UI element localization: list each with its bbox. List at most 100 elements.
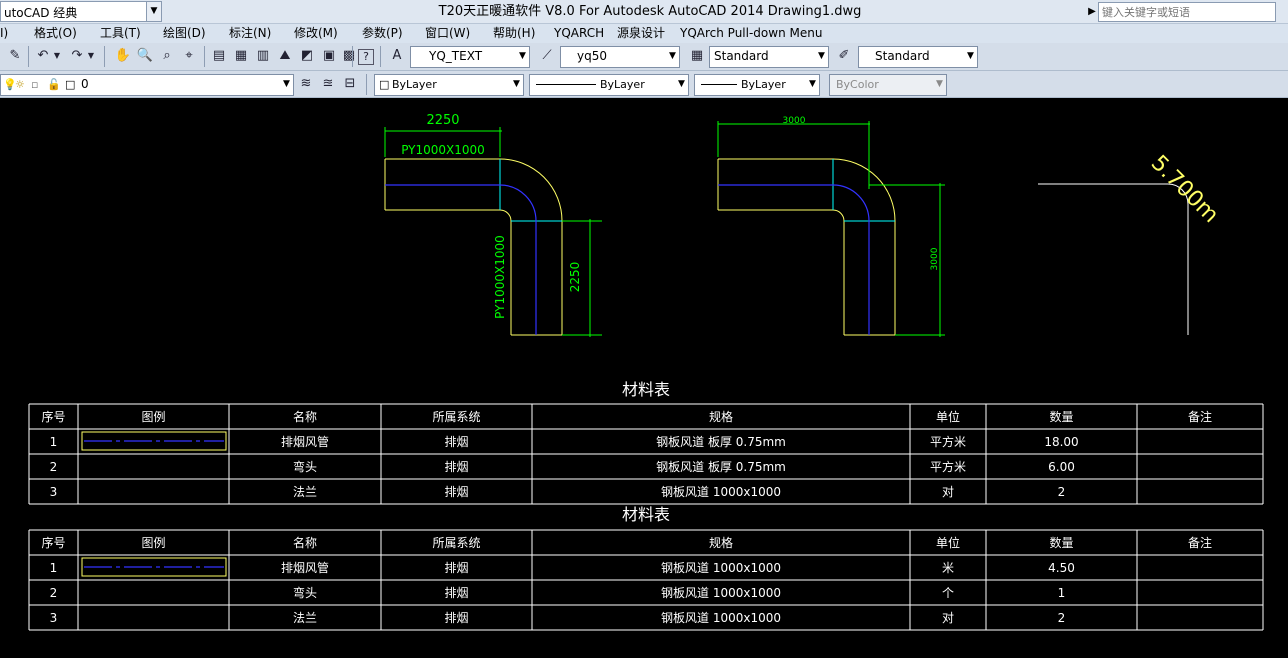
lineweight-value: ByLayer	[741, 78, 786, 91]
menu-item-window[interactable]: 窗口(W)	[425, 26, 471, 40]
table-header-cell: 名称	[293, 409, 317, 424]
text-style-icon[interactable]: A	[392, 48, 402, 63]
menu-item-help[interactable]: 帮助(H)	[493, 26, 536, 40]
menu-item[interactable]: I)	[0, 26, 9, 40]
menu-item-yuanquan[interactable]: 源泉设计	[617, 26, 666, 40]
table-style-select[interactable]: Standard ▼	[709, 46, 829, 68]
layer-states-icon[interactable]: ⊟	[344, 76, 356, 91]
menu-item-parametric[interactable]: 参数(P)	[362, 26, 403, 40]
table-cell: 弯头	[293, 459, 317, 474]
match-properties-icon[interactable]: ✎	[9, 48, 21, 63]
table-cell: 法兰	[293, 485, 317, 499]
table-header-row: 序号图例名称所属系统规格单位数量备注	[41, 535, 1212, 550]
zoom-previous-icon[interactable]: ⌖	[185, 48, 193, 63]
table-cell: 3	[50, 611, 58, 625]
table-header-cell: 序号	[41, 535, 65, 550]
chevron-down-icon[interactable]: ▼	[53, 51, 61, 60]
table-cell: 排烟	[444, 435, 468, 449]
layer-select[interactable]: 💡 ☼ ▫ 🔓 □ 0 ▼	[0, 74, 294, 96]
table-cell: 法兰	[293, 611, 317, 625]
help-icon[interactable]: ?	[358, 49, 374, 65]
text-style-select[interactable]: YQ_TEXT ▼	[410, 46, 530, 68]
table-title: 材料表	[622, 380, 670, 399]
lineweight-select[interactable]: ByLayer ▼	[694, 74, 820, 96]
dim-text: 2250	[568, 262, 582, 293]
table-header-cell: 规格	[709, 535, 733, 550]
zoom-window-icon[interactable]: ⌕	[163, 48, 171, 63]
dim-text: 3000	[783, 116, 806, 126]
table-style-value: Standard	[714, 49, 769, 63]
design-center-icon[interactable]: ▦	[234, 48, 248, 63]
dim-style-icon[interactable]: ⟋	[542, 48, 552, 63]
markup-icon[interactable]: ◩	[300, 48, 314, 63]
table-cell: 2	[50, 586, 58, 600]
table-style-icon[interactable]: ▦	[690, 48, 704, 63]
table-cell: 钢板风道 1000x1000	[661, 586, 781, 600]
table-header-cell: 所属系统	[432, 536, 480, 550]
linetype-value: ByLayer	[600, 78, 645, 91]
duct-size-label: PY1000X1000	[493, 235, 507, 319]
layer-color-swatch: □	[65, 78, 76, 91]
table-header-cell: 单位	[936, 535, 960, 550]
table-cell: 米	[942, 561, 954, 575]
chevron-down-icon: ▼	[669, 51, 676, 61]
menu-item-format[interactable]: 格式(O)	[34, 26, 77, 40]
menu-item-draw[interactable]: 绘图(D)	[163, 26, 206, 40]
layer-previous-icon[interactable]: ≊	[322, 76, 334, 91]
elbow-1[interactable]: 2250 PY1000X1000 2250 PY1000X1000	[384, 113, 602, 337]
color-select[interactable]: □ ByLayer ▼	[374, 74, 524, 96]
table-cell: 排烟	[444, 460, 468, 474]
multileader-style-select[interactable]: Standard ▼	[858, 46, 978, 68]
menu-item-tools[interactable]: 工具(T)	[100, 26, 141, 40]
table-header-row: 序号图例名称所属系统规格单位数量备注	[41, 409, 1212, 424]
layer-value: 0	[81, 77, 89, 91]
redo-icon[interactable]: ↷	[71, 48, 83, 63]
corner-lines[interactable]: 5.700m	[1038, 151, 1223, 335]
table-cell: 2	[1058, 485, 1066, 499]
unlock-icon: 🔓	[47, 78, 61, 91]
table-cell: 平方米	[930, 434, 966, 449]
tool-palettes-icon[interactable]: ▥	[256, 48, 270, 63]
table-cell: 6.00	[1048, 460, 1075, 474]
menu-item-yqarch[interactable]: YQARCH	[554, 26, 605, 40]
calculator-icon[interactable]: ▩	[342, 48, 356, 63]
linetype-select[interactable]: ByLayer ▼	[529, 74, 689, 96]
dbconnect-icon[interactable]: ▣	[322, 48, 336, 63]
search-input[interactable]	[1098, 2, 1276, 22]
table-header-cell: 单位	[936, 409, 960, 424]
make-current-layer-icon[interactable]: ≋	[300, 76, 312, 91]
sheet-set-icon[interactable]: ⛰	[279, 48, 291, 63]
table-cell: 1	[1058, 586, 1066, 600]
menu-item-modify[interactable]: 修改(M)	[294, 26, 338, 40]
table-cell: 排烟	[444, 611, 468, 625]
undo-icon[interactable]: ↶	[37, 48, 49, 63]
dim-text: 2250	[426, 113, 459, 128]
table-cell: 1	[50, 561, 58, 575]
pan-icon[interactable]: ✋	[114, 48, 132, 63]
menu-item-yqarch-pulldown[interactable]: YQArch Pull-down Menu	[680, 26, 823, 40]
drawing-canvas[interactable]: 2250 PY1000X1000 2250 PY1000X1000	[0, 99, 1288, 658]
workspace-selector[interactable]: utoCAD 经典 ▼	[0, 1, 162, 22]
dim-style-select[interactable]: yq50 ▼	[560, 46, 680, 68]
chevron-down-icon: ▼	[513, 79, 520, 89]
layers-toolbar: 💡 ☼ ▫ 🔓 □ 0 ▼ ≋ ≊ ⊟ □ ByLayer ▼ ByLayer …	[0, 71, 1288, 98]
properties-icon[interactable]: ▤	[212, 48, 226, 63]
dim-style-value: yq50	[577, 49, 607, 63]
chevron-down-icon: ▼	[519, 51, 526, 61]
title-bar: utoCAD 经典 ▼ T20天正暖通软件 V8.0 For Autodesk …	[0, 0, 1288, 24]
table-cell: 对	[942, 485, 954, 499]
dim-text: 3000	[930, 247, 940, 270]
chevron-right-icon[interactable]: ▶	[1088, 6, 1096, 17]
elbow-2[interactable]: 3000 3000	[717, 116, 945, 337]
chevron-down-icon: ▼	[283, 79, 290, 89]
multileader-style-icon[interactable]: ✐	[838, 48, 850, 63]
chevron-down-icon[interactable]: ▼	[87, 51, 95, 60]
table-header-cell: 数量	[1049, 535, 1073, 550]
table-header-cell: 规格	[709, 409, 733, 424]
zoom-realtime-icon[interactable]: 🔍	[136, 48, 154, 63]
menu-item-dimension[interactable]: 标注(N)	[229, 26, 272, 40]
